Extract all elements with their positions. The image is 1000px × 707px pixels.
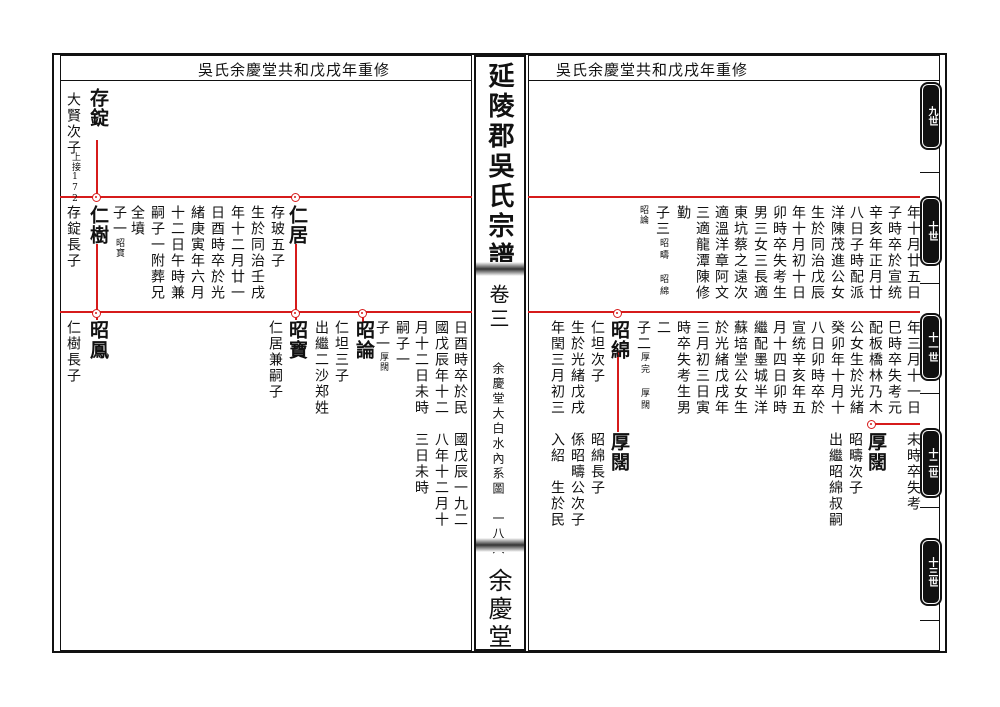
spine (474, 55, 526, 651)
gen-line (528, 311, 920, 313)
page-frame (52, 53, 947, 653)
tab-gen-10[interactable]: 十世 (922, 198, 940, 264)
node-dot (867, 420, 876, 429)
node-dot (291, 193, 300, 202)
person-name: 昭鳳 (87, 320, 109, 360)
header-left: 吳氏余慶堂共和戊戌年重修 (198, 61, 391, 79)
person-name: 厚闊 (865, 432, 887, 472)
person-name: 昭論 (353, 320, 375, 360)
node-dot (291, 309, 300, 318)
spine-title: 延陵郡吳氏宗譜 (484, 62, 514, 272)
left-page (60, 55, 472, 651)
person-name: 存錠 (87, 88, 109, 128)
spine-section: 余慶堂大白水內系圖 一八八 (491, 362, 505, 557)
tab-gen-11[interactable]: 十一世 (922, 315, 940, 379)
person-name: 昭綿 (608, 320, 630, 360)
tab-gen-9[interactable]: 九世 (922, 84, 940, 148)
person-name: 昭寶 (286, 320, 308, 360)
page-ref: 上接172 (70, 152, 80, 205)
node-dot (92, 193, 101, 202)
person-desc: 大賢次子 (65, 92, 81, 156)
header-right: 吳氏余慶堂共和戊戌年重修 (556, 61, 749, 79)
person-name: 厚闊 (608, 432, 630, 472)
node-dot (92, 309, 101, 318)
node-dot (613, 309, 622, 318)
tab-gen-12[interactable]: 十二世 (922, 430, 940, 496)
gen-line (60, 196, 472, 198)
tab-gen-13[interactable]: 十三世 (922, 540, 940, 604)
spine-hall: 余慶堂 (484, 568, 512, 652)
spine-volume: 卷三 (486, 284, 510, 332)
person-name: 仁居 (286, 205, 308, 245)
node-dot (358, 309, 367, 318)
gen-line (60, 311, 472, 313)
gen-line (528, 196, 920, 198)
person-name: 仁樹 (87, 205, 109, 245)
